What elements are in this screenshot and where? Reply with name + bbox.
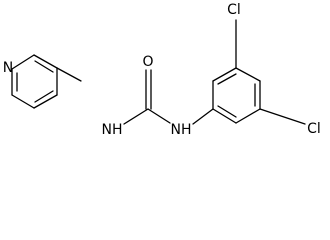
bond: [34, 60, 54, 73]
atom-label-nh-left: NH: [102, 122, 123, 138]
bond: [56, 67, 82, 82]
dichlorophenyl-ring: [212, 67, 261, 124]
atom-label-cl-bottom: Cl: [307, 121, 321, 137]
bond: [11, 54, 35, 70]
bond: [217, 105, 237, 118]
bond: [33, 54, 58, 69]
atom-label-n-pyridine: N: [3, 60, 13, 76]
bond: [212, 108, 237, 124]
bond: [34, 90, 54, 103]
bond: [192, 108, 214, 125]
atom-label-nh-right: NH: [171, 122, 192, 138]
molecule-structure: N NH O NH Cl Cl: [3, 2, 321, 138]
bond: [123, 108, 149, 125]
atom-label-oxygen: O: [142, 54, 153, 70]
atom-label-cl-top: Cl: [227, 2, 241, 18]
bond: [235, 108, 261, 124]
pyridine-ring: [11, 54, 58, 109]
bond: [147, 108, 171, 124]
bond: [33, 94, 58, 109]
bond: [217, 73, 237, 85]
bond: [11, 94, 35, 109]
bond: [235, 67, 261, 82]
bond: [212, 67, 237, 82]
bond: [259, 108, 306, 125]
